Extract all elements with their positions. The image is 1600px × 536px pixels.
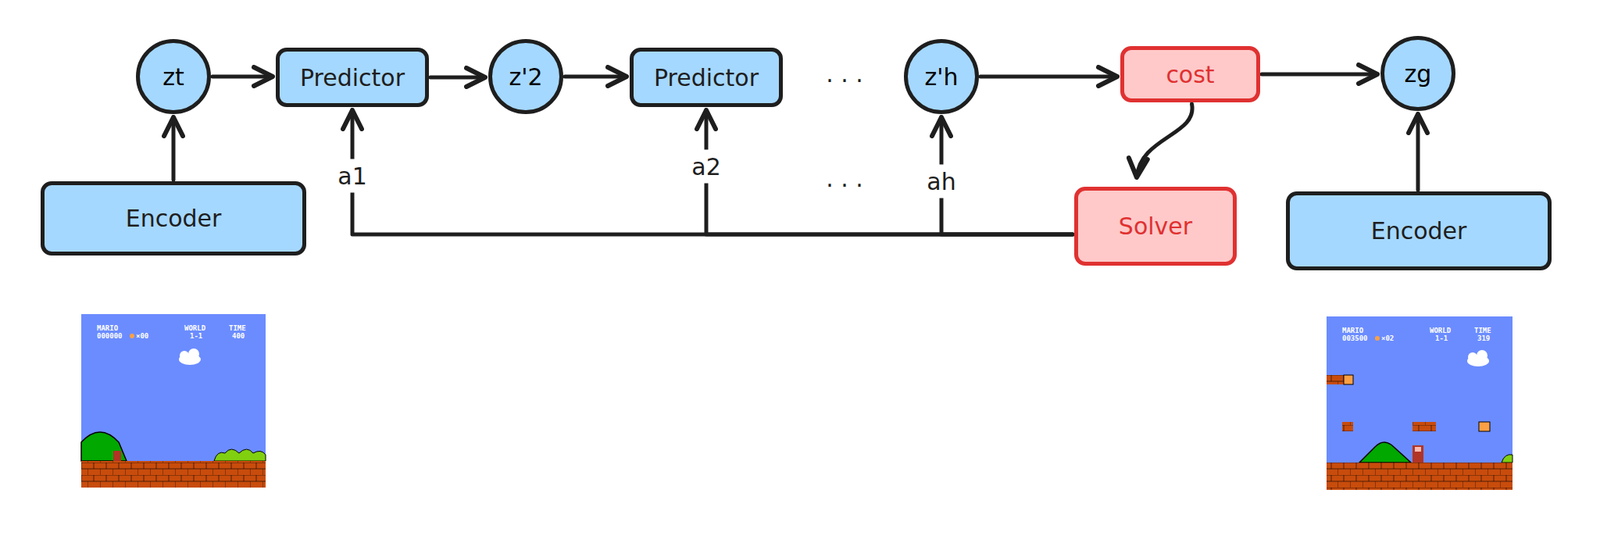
sky [81,314,266,488]
arrow-connector [212,75,273,79]
goal-circle: zg [1380,35,1456,111]
sky [1326,316,1513,490]
node-text: z'h [924,64,958,90]
mario-face [1414,446,1422,452]
encoder-box: Encoder [40,181,307,256]
node-text: z'2 [508,64,543,90]
hud-text: MARIO [1342,327,1364,335]
latent-circle: z'h [903,39,979,115]
hill [81,432,127,461]
brick-block [1342,421,1354,432]
circle-shape [906,41,978,113]
hill [1359,442,1411,463]
hud-text: MARIO [96,325,118,333]
hud-text: 1-1 [189,332,203,340]
node-text: Encoder [1371,217,1468,244]
arrow-connector [980,75,1118,79]
node-text: Solver [1118,213,1193,240]
node-text: cost [1165,61,1215,88]
arrow-connector [1416,114,1421,190]
coin-icon [129,333,135,339]
predictor-box: Predictor [275,47,429,108]
cloud [1467,350,1490,367]
action-label: ah [925,164,958,199]
node-text: Encoder [125,205,222,232]
ground [81,460,266,488]
arrow-connector [1136,103,1193,178]
ellipsis: . . . [825,164,864,193]
hud-text: 400 [232,332,245,340]
predictor-box: Predictor [629,47,783,108]
bush [214,449,266,461]
arrow-connector [171,117,176,180]
ground [1326,462,1513,490]
arrow-connector [430,75,486,80]
ellipsis: . . . [825,60,864,88]
encoder-box: Encoder [1285,191,1552,271]
arrow-connector [564,75,627,79]
hud-text: TIME [1474,327,1492,335]
question-block [1343,375,1354,385]
hud-text: 319 [1477,335,1490,343]
hud-text: 003500 [1342,335,1368,343]
brick-block [1326,375,1344,385]
hud-text: TIME [228,325,247,333]
question-block [1478,421,1490,432]
action-label: a1 [335,159,368,193]
arrow-connector [352,110,1073,235]
latent-circle: zt [135,39,211,115]
node-text: Predictor [653,64,759,91]
arrow-connector [941,117,1073,235]
arrow-connector [1261,72,1378,77]
cost-box: cost [1120,46,1261,103]
cloud [178,348,201,365]
circle-shape [1382,38,1454,110]
bush [1501,454,1513,463]
goal-frame [1326,316,1513,490]
hud-text: WORLD [1429,327,1451,335]
circle-shape [490,41,562,113]
hud-text: WORLD [184,325,206,333]
arrow-connector [706,110,1073,235]
latent-circle: z'2 [488,39,564,115]
hud-text: 000000 [96,332,123,340]
coin-icon [1375,335,1380,341]
node-text: Predictor [300,64,405,91]
hud-text: 1-1 [1435,335,1448,343]
node-text: zg [1404,60,1433,87]
mario [1412,445,1424,463]
solver-box: Solver [1074,186,1237,266]
node-text: zt [162,64,185,90]
brick-block [1412,421,1436,432]
action-label: a2 [689,150,722,184]
hud-text: ×02 [1381,335,1394,343]
circle-shape [138,41,210,113]
start-frame [81,314,266,488]
hud-text: ×00 [135,332,149,340]
mario [113,450,122,461]
